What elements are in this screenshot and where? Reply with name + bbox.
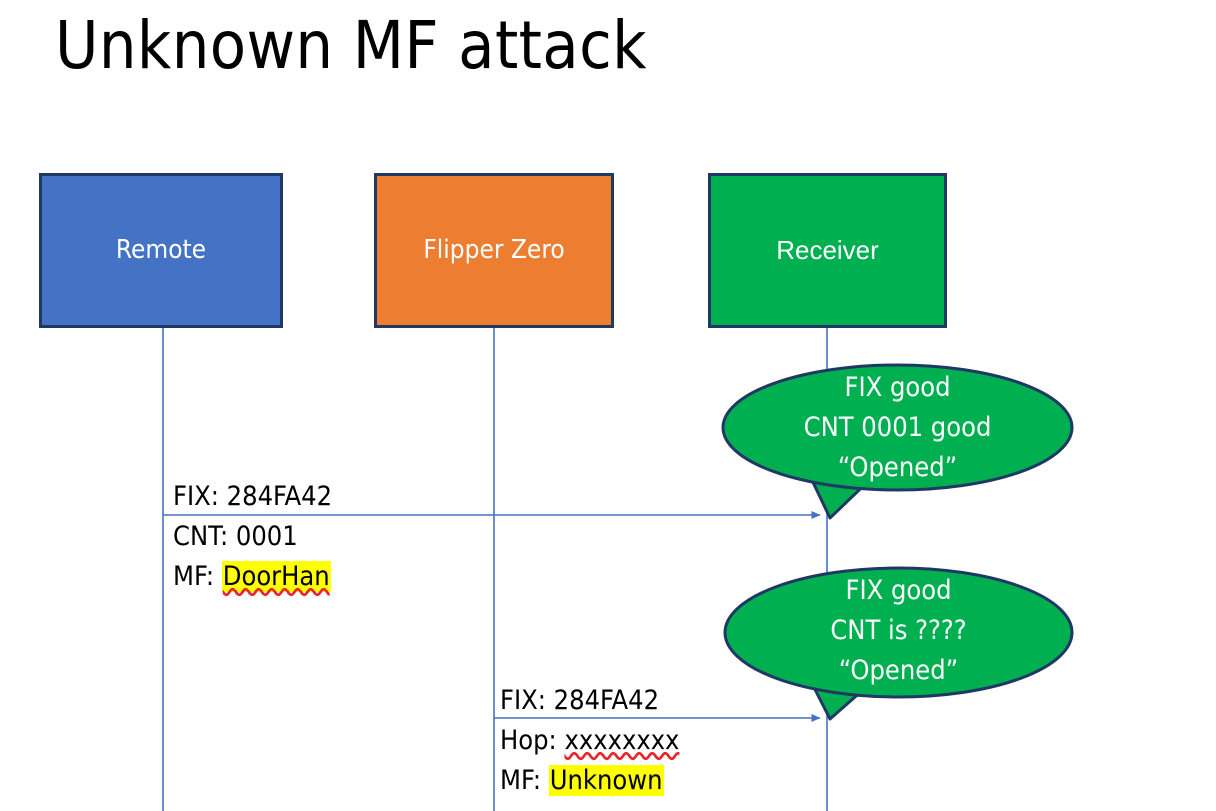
actor-label-remote: Remote <box>115 235 207 266</box>
message-remote-fix-text: FIX: 284FA42 <box>173 481 333 512</box>
actor-box-receiver[interactable]: Receiver <box>708 173 947 328</box>
message-label-flipper-details: Hop: xxxxxxxx MF: Unknown <box>500 721 679 801</box>
message-flipper-mf-value: Unknown <box>548 765 664 796</box>
message-flipper-mf-label: MF: <box>500 765 549 796</box>
message-remote-mf-row: MF: DoorHan <box>173 557 331 597</box>
callout-2-line-1: FIX good <box>845 575 952 606</box>
actor-label-receiver: Receiver <box>776 235 879 266</box>
actor-label-flipper: Flipper Zero <box>423 235 565 266</box>
message-remote-mf-value: DoorHan <box>221 561 331 592</box>
callout-1-line-1: FIX good <box>844 372 951 403</box>
message-remote-cnt-row: CNT: 0001 <box>173 517 331 557</box>
message-remote-cnt-value: 0001 <box>235 521 298 552</box>
message-label-remote-fix: FIX: 284FA42 <box>173 477 332 517</box>
message-flipper-hop-label: Hop: <box>500 725 565 756</box>
callout-1-text: FIX good CNT 0001 good “Opened” <box>723 368 1072 488</box>
message-flipper-fix-text: FIX: 284FA42 <box>500 685 660 716</box>
callout-2-bubble <box>723 566 1074 699</box>
message-flipper-hop-value: xxxxxxxx <box>564 725 680 756</box>
actor-box-flipper[interactable]: Flipper Zero <box>374 173 614 328</box>
message-remote-mf-label: MF: <box>173 561 222 592</box>
callout-2-line-2: CNT is ???? <box>830 615 967 646</box>
callout-2-line-3: “Opened” <box>838 655 959 686</box>
callout-2-text: FIX good CNT is ???? “Opened” <box>725 571 1072 691</box>
message-flipper-hop-row: Hop: xxxxxxxx <box>500 721 679 761</box>
message-flipper-mf-row: MF: Unknown <box>500 761 679 801</box>
callout-1-bubble <box>721 363 1074 492</box>
message-label-remote-details: CNT: 0001 MF: DoorHan <box>173 517 331 597</box>
page-title: Unknown MF attack <box>55 7 647 84</box>
message-label-flipper-fix: FIX: 284FA42 <box>500 681 659 721</box>
callout-1-line-2: CNT 0001 good <box>803 412 992 443</box>
callout-1-line-3: “Opened” <box>837 452 958 483</box>
actor-box-remote[interactable]: Remote <box>39 173 283 328</box>
message-remote-cnt-label: CNT: <box>173 521 236 552</box>
